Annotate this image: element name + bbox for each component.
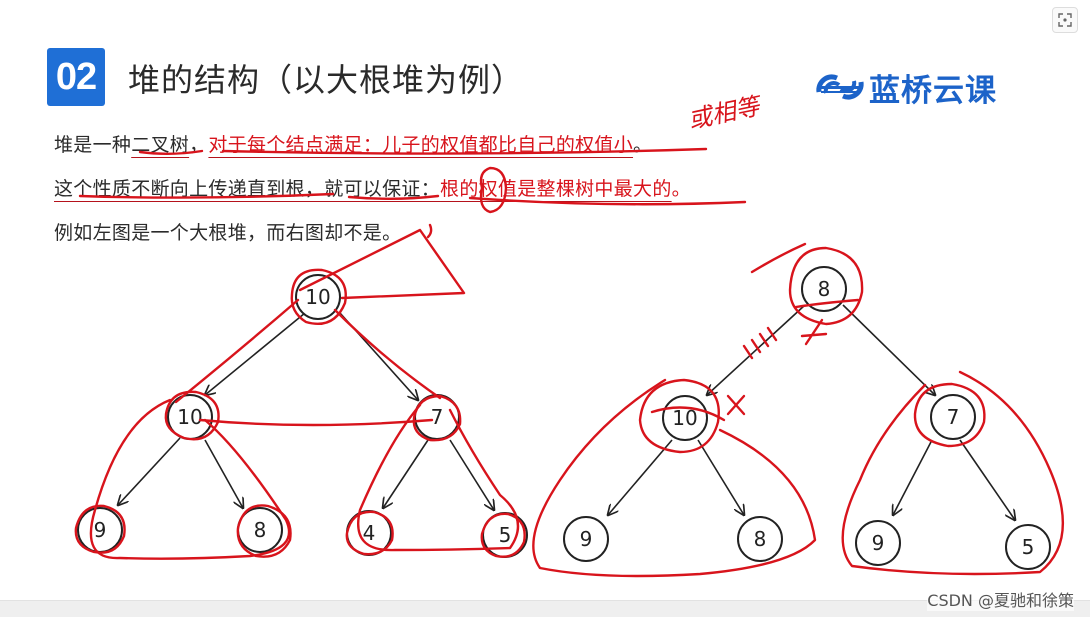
expand-button[interactable] bbox=[1052, 7, 1078, 33]
left-tree-nodes: 10 10 7 9 8 4 5 bbox=[77, 274, 528, 558]
csdn-watermark: CSDN @夏驰和徐策 bbox=[927, 587, 1074, 611]
bottom-strip bbox=[0, 600, 1090, 617]
ink-circle bbox=[345, 510, 394, 556]
text-line-1: 堆是一种二叉树，对于每个结点满足：儿子的权值都比自己的权值小。 bbox=[54, 130, 652, 157]
node-value: 4 bbox=[363, 521, 376, 545]
edge bbox=[383, 439, 429, 508]
tree-node: 4 bbox=[346, 510, 392, 556]
ink-hatch bbox=[742, 326, 778, 360]
tree-node: 8 bbox=[737, 516, 783, 562]
section-number: 02 bbox=[55, 55, 97, 98]
node-value: 9 bbox=[94, 518, 107, 542]
edge bbox=[204, 439, 243, 508]
tree-node: 5 bbox=[1005, 524, 1051, 570]
tree-node: 10 bbox=[295, 274, 341, 320]
slide: 02 堆的结构（以大根堆为例） 蓝桥云课 堆是一种二叉树，对于每个结点满足：儿子… bbox=[47, 7, 1078, 578]
edge bbox=[118, 437, 181, 505]
tree-node: 9 bbox=[855, 520, 901, 566]
ink-stroke bbox=[174, 298, 300, 404]
brand-name: 蓝桥云课 bbox=[869, 72, 997, 109]
ink-circle bbox=[480, 512, 526, 558]
node-value: 9 bbox=[580, 527, 593, 551]
tree-node: 7 bbox=[414, 394, 460, 440]
tree-node: 5 bbox=[482, 512, 528, 558]
node-value: 9 bbox=[872, 531, 885, 555]
ink-circle bbox=[290, 268, 347, 326]
ink-circle bbox=[638, 378, 720, 454]
node-value: 7 bbox=[947, 405, 960, 429]
edge bbox=[959, 439, 1015, 520]
node-value: 8 bbox=[754, 527, 767, 551]
ink-circle bbox=[412, 394, 462, 442]
ink-loop bbox=[841, 370, 1065, 576]
node-value: 10 bbox=[177, 405, 202, 429]
text-line-3: 例如左图是一个大根堆，而右图却不是。 bbox=[54, 222, 402, 244]
tree-node: 8 bbox=[801, 266, 847, 312]
brand: 蓝桥云课 bbox=[815, 66, 1030, 109]
expand-icon bbox=[1058, 13, 1072, 27]
node-value: 10 bbox=[305, 285, 330, 309]
edge bbox=[608, 439, 673, 515]
bridge-logo-icon bbox=[816, 74, 864, 100]
edge bbox=[707, 304, 806, 395]
ink-circle bbox=[74, 504, 126, 554]
node-value: 8 bbox=[254, 518, 267, 542]
ink-stroke bbox=[198, 418, 434, 427]
right-tree-nodes: 8 10 7 9 8 9 5 bbox=[563, 266, 1051, 570]
ink-stroke bbox=[426, 223, 433, 239]
text-line-2: 这个性质不断向上传递直到根，就可以保证：根的权值是整棵树中最大的。 bbox=[54, 174, 691, 201]
tree-node: 10 bbox=[662, 395, 708, 441]
ink-circle bbox=[236, 504, 292, 558]
node-value: 7 bbox=[431, 405, 444, 429]
node-value: 8 bbox=[818, 277, 831, 301]
tree-node: 10 bbox=[167, 394, 213, 440]
edge bbox=[842, 304, 935, 395]
edge bbox=[205, 312, 306, 395]
ink-circle bbox=[788, 246, 864, 326]
ink-stroke bbox=[333, 308, 442, 400]
tree-node: 9 bbox=[77, 507, 123, 553]
handwritten-note: 或相等 bbox=[686, 91, 766, 134]
section-number-badge: 02 bbox=[47, 48, 105, 106]
ink-stroke bbox=[794, 298, 860, 309]
ink-stroke bbox=[650, 406, 726, 422]
ink-circle bbox=[164, 390, 220, 441]
text-segment: 。 bbox=[633, 134, 653, 156]
ink-circle bbox=[913, 382, 986, 448]
node-value: 5 bbox=[1022, 535, 1035, 559]
left-tree-edges bbox=[118, 312, 494, 510]
tree-node: 7 bbox=[930, 394, 976, 440]
red-ink-annotations bbox=[74, 147, 1065, 578]
slide-title: 堆的结构（以大根堆为例） bbox=[128, 61, 525, 99]
node-value: 5 bbox=[499, 523, 512, 547]
ink-loop bbox=[357, 403, 520, 552]
text-segment: 堆是一种 bbox=[54, 134, 132, 156]
right-tree-edges bbox=[608, 304, 1015, 520]
edge bbox=[697, 439, 744, 515]
ink-cross bbox=[726, 394, 746, 416]
text-segment: ， bbox=[189, 134, 209, 156]
text-segment: 。 bbox=[671, 178, 691, 200]
ink-loop bbox=[89, 398, 291, 560]
edge bbox=[339, 312, 418, 400]
text-segment: 这个性质不断向上传递直到根，就可以保证： bbox=[54, 178, 441, 200]
ink-loop bbox=[532, 378, 817, 578]
tree-node: 8 bbox=[237, 507, 283, 553]
text-root-max: 根的权值是整棵树中最大的 bbox=[440, 178, 672, 200]
ink-cross bbox=[800, 318, 828, 346]
text-binary-tree: 二叉树 bbox=[131, 134, 190, 156]
ink-stroke bbox=[750, 242, 807, 274]
edge bbox=[449, 439, 494, 510]
edge bbox=[893, 439, 933, 515]
node-value: 10 bbox=[672, 406, 697, 430]
text-heap-property: 对于每个结点满足：儿子的权值都比自己的权值小 bbox=[208, 134, 634, 156]
tree-node: 9 bbox=[563, 516, 609, 562]
